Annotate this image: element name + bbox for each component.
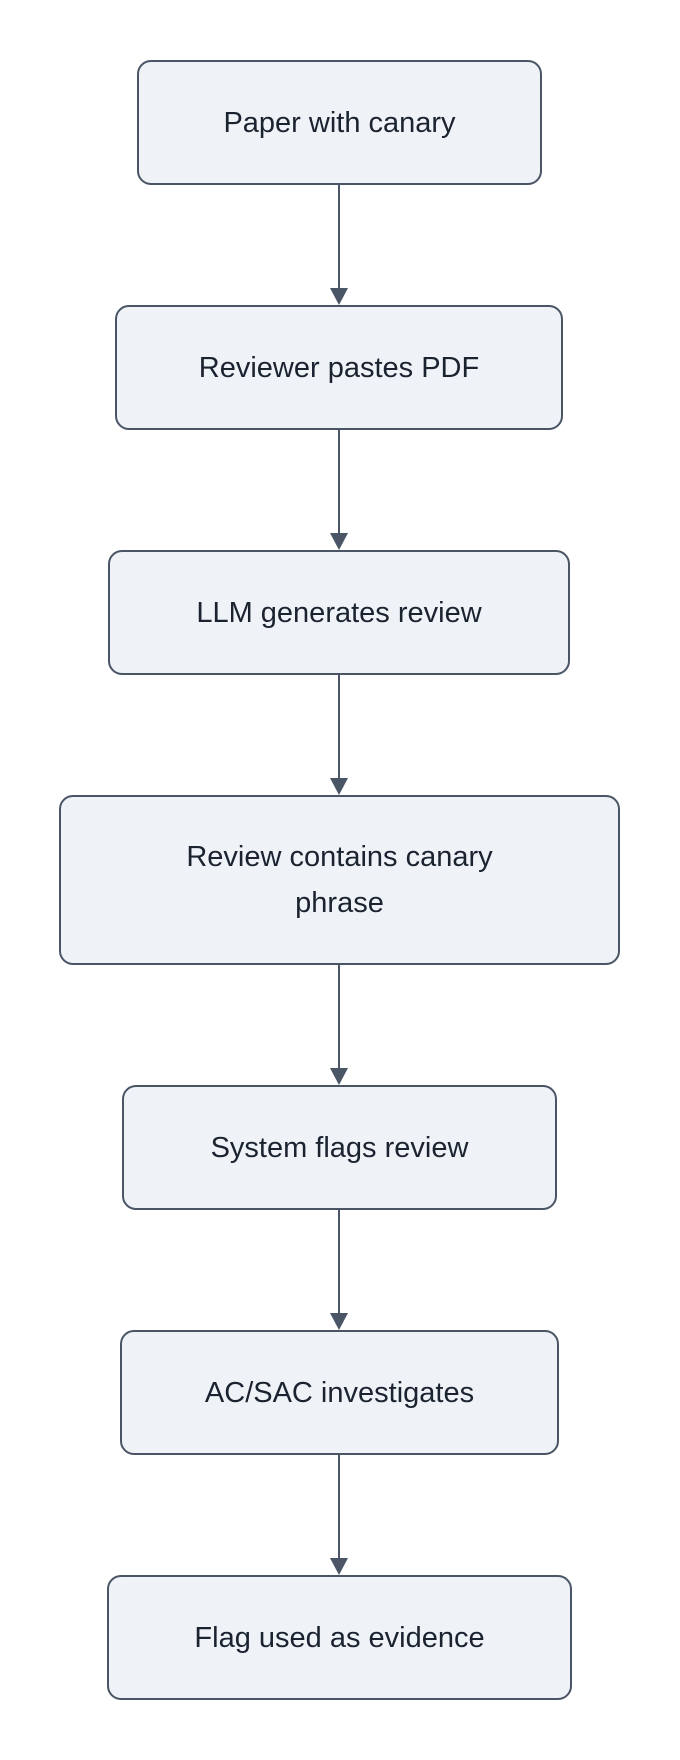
arrowhead-icon [330,1068,348,1085]
node-label: Reviewer pastes PDF [198,351,480,384]
edge-paste-to-generate [338,430,340,534]
node-label: System flags review [210,1131,469,1164]
node-label: Paper with canary [223,106,456,139]
arrowhead-icon [330,778,348,795]
node-label: Review contains canary phrase [186,841,493,919]
node-label: LLM generates review [196,596,482,629]
node-paper-with-canary: Paper with canary [137,60,542,185]
node-llm-generates-review: LLM generates review [108,550,570,675]
node-label: Flag used as evidence [194,1621,485,1654]
edge-investigates-to-evidence [338,1455,340,1559]
node-reviewer-pastes-pdf: Reviewer pastes PDF [115,305,563,430]
edge-contains-to-flags [338,965,340,1069]
arrowhead-icon [330,533,348,550]
node-system-flags-review: System flags review [122,1085,557,1210]
arrowhead-icon [330,1558,348,1575]
edge-generate-to-contains [338,675,340,779]
edge-paper-to-paste [338,185,340,289]
edge-flags-to-investigates [338,1210,340,1314]
arrowhead-icon [330,1313,348,1330]
node-label: AC/SAC investigates [204,1376,475,1409]
node-review-contains-canary-phrase: Review contains canary phrase [59,795,620,965]
arrowhead-icon [330,288,348,305]
node-ac-sac-investigates: AC/SAC investigates [120,1330,559,1455]
node-flag-used-as-evidence: Flag used as evidence [107,1575,572,1700]
